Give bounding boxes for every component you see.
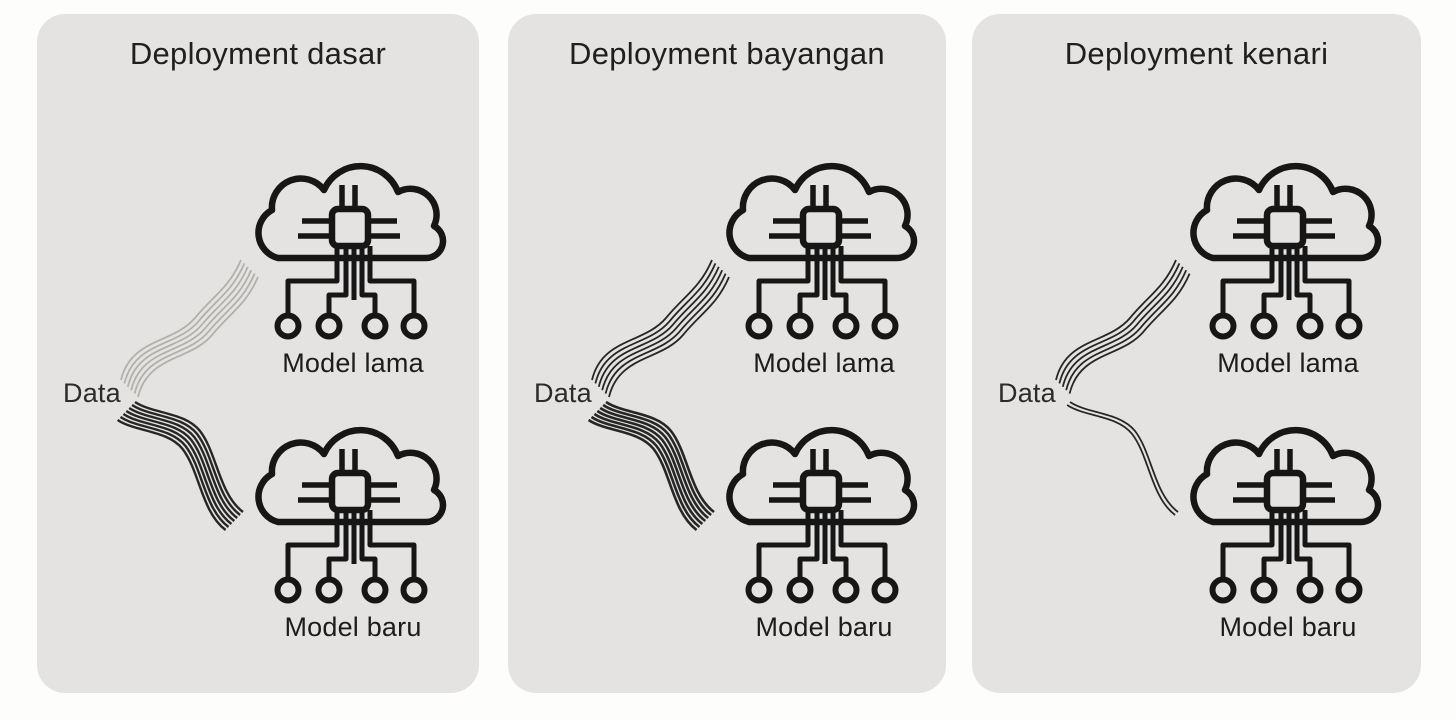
- flow-line: [596, 409, 707, 523]
- data-label: Data: [534, 378, 592, 408]
- flow-line: [594, 263, 717, 384]
- flow-line: [1068, 273, 1191, 394]
- flow-line: [1061, 266, 1184, 388]
- flow-line: [604, 273, 727, 394]
- flow-line: [587, 418, 698, 532]
- data-flow-lines: [587, 259, 730, 532]
- model-label: Model baru: [1219, 612, 1357, 642]
- panel-deployment-basic: Deployment dasar Data Model lama Model b…: [37, 14, 479, 693]
- flow-line: [123, 263, 246, 384]
- panel-title: Deployment bayangan: [569, 36, 885, 71]
- model-top-group: Model lama: [247, 148, 459, 379]
- flow-line: [601, 269, 724, 391]
- model-label: Model baru: [755, 612, 893, 642]
- flow-line: [1058, 263, 1181, 384]
- flow-line: [1055, 259, 1177, 381]
- panel-deployment-shadow: Deployment bayangan Data Model lama Mode…: [508, 14, 946, 693]
- flow-line: [131, 403, 241, 516]
- data-label: Data: [63, 378, 121, 408]
- model-bottom-group: Model baru: [1182, 412, 1394, 643]
- cloud-ai-chip-icon: [1183, 148, 1393, 344]
- flow-line: [1069, 401, 1179, 513]
- flow-line: [130, 269, 253, 391]
- model-label: Model baru: [284, 612, 422, 642]
- flow-line: [125, 409, 236, 522]
- cloud-ai-chip-icon: [719, 148, 929, 344]
- flow-line: [116, 418, 227, 531]
- panel-deployment-canary: Deployment kenari Data Model lama Model …: [972, 14, 1421, 693]
- cloud-ai-chip-icon: [719, 412, 929, 608]
- data-label: Data: [998, 378, 1056, 408]
- model-bottom-group: Model baru: [718, 412, 930, 643]
- model-label: Model lama: [1217, 348, 1359, 378]
- flow-line: [602, 403, 712, 517]
- flow-line: [128, 406, 238, 519]
- flow-line: [597, 266, 720, 388]
- panel-title: Deployment dasar: [129, 36, 387, 71]
- flow-line: [591, 259, 713, 381]
- flow-line: [122, 412, 233, 525]
- cloud-ai-chip-icon: [248, 412, 458, 608]
- flow-line: [1065, 269, 1188, 391]
- flow-line: [599, 406, 710, 520]
- flow-line: [590, 415, 701, 529]
- model-top-group: Model lama: [718, 148, 930, 379]
- flow-line: [134, 400, 244, 513]
- flow-line: [593, 412, 704, 526]
- cloud-ai-chip-icon: [1183, 412, 1393, 608]
- cloud-ai-chip-icon: [248, 148, 458, 344]
- model-top-group: Model lama: [1182, 148, 1394, 379]
- model-label: Model lama: [282, 348, 424, 378]
- flow-line: [605, 400, 715, 514]
- data-flow-lines: [1055, 259, 1191, 516]
- flow-line: [608, 276, 730, 398]
- model-label: Model lama: [753, 348, 895, 378]
- flow-line: [119, 415, 230, 528]
- flow-line: [120, 259, 242, 381]
- data-flow-lines: [116, 259, 259, 531]
- flow-line: [133, 273, 256, 394]
- model-bottom-group: Model baru: [247, 412, 459, 643]
- panel-title: Deployment kenari: [1064, 36, 1329, 71]
- flow-line: [126, 266, 249, 388]
- flow-line: [137, 276, 259, 398]
- flow-line: [1066, 404, 1176, 516]
